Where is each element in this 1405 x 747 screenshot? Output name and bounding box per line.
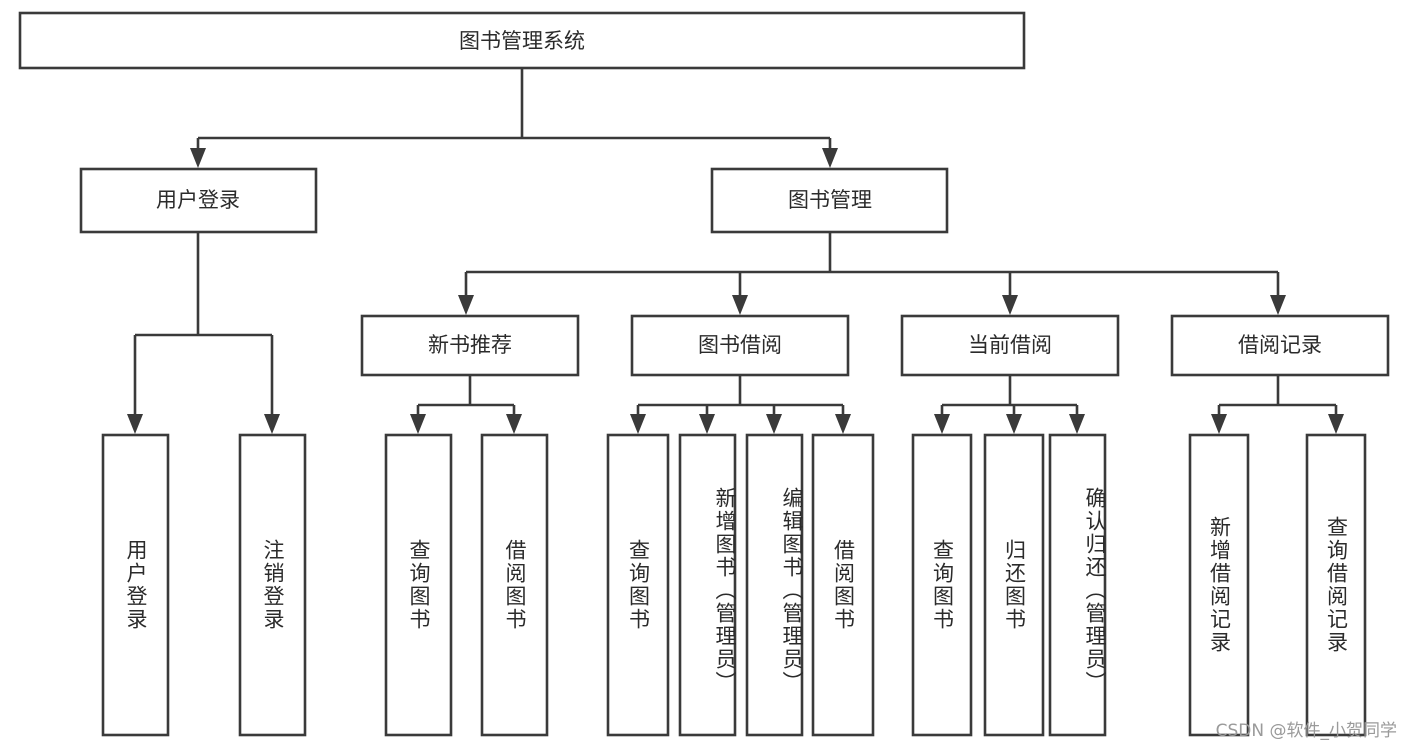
watermark-text: CSDN @软件_小贺同学 [1215,721,1397,741]
node-book-management-label: 图书管理 [788,188,872,212]
leaf-box-add-book[interactable] [678,433,737,737]
node-root-system[interactable]: 图书管理系统 [18,11,1026,70]
arrowhead-leaf-confirm-return [1069,414,1085,434]
arrowhead-leaf-query-book-a [410,414,426,434]
node-book-borrow-box [630,314,850,377]
arrowhead-leaf-add-record [1211,414,1227,434]
leaf-box-borrow-book-b[interactable] [811,433,875,737]
leaf-box-edit-book[interactable] [745,433,804,737]
node-borrow-record-label: 借阅记录 [1238,333,1322,357]
leaf-box-return-book[interactable] [983,433,1045,737]
arrowhead-leaf-edit-book [766,414,782,434]
arrowhead-to-user-login [190,148,206,168]
connector-layer [127,68,1344,434]
leaf-box-add-record[interactable] [1188,433,1250,737]
node-book-management[interactable]: 图书管理 [710,167,949,234]
arrowhead-to-borrow-record [1270,295,1286,315]
node-borrow-record[interactable]: 借阅记录 [1170,314,1390,377]
arrowhead-leaf-borrow-book-a [506,414,522,434]
arrowhead-leaf-return-book [1006,414,1022,434]
arrowhead-leaf-logout [264,414,280,434]
leaf-box-query-book-c[interactable] [911,433,973,737]
node-new-book-recommend[interactable]: 新书推荐 [360,314,580,377]
arrowhead-to-book-management [822,148,838,168]
node-current-borrow[interactable]: 当前借阅 [900,314,1120,377]
node-user-login-box [79,167,318,234]
arrowhead-leaf-query-book-c [934,414,950,434]
leaf-box-logout[interactable] [238,433,307,737]
node-book-borrow-label: 图书借阅 [698,333,782,357]
arrowhead-to-current-borrow [1002,295,1018,315]
arrowhead-leaf-query-record [1328,414,1344,434]
node-book-borrow[interactable]: 图书借阅 [630,314,850,377]
leaf-box-user-login[interactable] [101,433,170,737]
arrowhead-leaf-user-login [127,414,143,434]
node-new-book-recommend-label: 新书推荐 [428,333,512,357]
node-user-login[interactable]: 用户登录 [79,167,318,234]
node-user-login-label: 用户登录 [156,188,240,212]
leaf-box-query-book-a[interactable] [384,433,453,737]
leaf-box-query-book-b[interactable] [606,433,670,737]
leaf-box-borrow-book-a[interactable] [480,433,549,737]
leaf-box-layer [101,433,1367,737]
node-borrow-record-box [1170,314,1390,377]
node-new-book-recommend-box [360,314,580,377]
node-root-box [18,11,1026,70]
arrowhead-leaf-add-book [699,414,715,434]
leaf-box-query-record[interactable] [1305,433,1367,737]
node-root-label: 图书管理系统 [459,29,585,53]
node-current-borrow-label: 当前借阅 [968,333,1052,357]
arrowhead-leaf-borrow-book-b [835,414,851,434]
arrowhead-to-book-borrow [732,295,748,315]
arrowhead-leaf-query-book-b [630,414,646,434]
arrowhead-to-new-book-recommend [458,295,474,315]
leaf-box-confirm-return[interactable] [1048,433,1107,737]
node-current-borrow-box [900,314,1120,377]
node-book-management-box [710,167,949,234]
